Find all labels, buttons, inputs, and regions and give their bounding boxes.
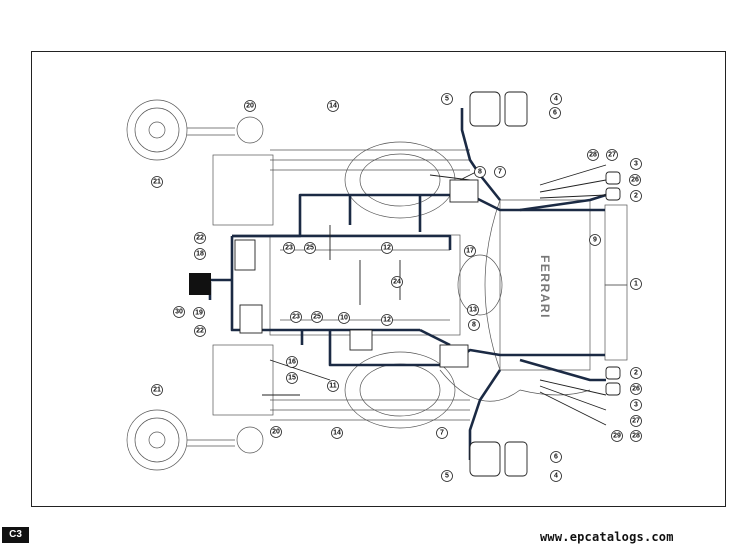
callout-2-bottom: 2 — [634, 370, 638, 377]
callouts: 5 4 6 28 27 3 26 2 9 1 2 26 3 27 29 28 6… — [151, 93, 642, 482]
callout-6-bottom: 6 — [554, 454, 558, 461]
callout-28-bottom: 28 — [632, 433, 640, 440]
callout-14-top: 14 — [329, 103, 337, 110]
callout-11: 11 — [329, 383, 337, 390]
callout-16: 16 — [288, 359, 296, 366]
callout-15: 15 — [288, 375, 296, 382]
callout-17: 17 — [466, 248, 474, 255]
callout-18: 18 — [196, 251, 204, 258]
callout-5-bottom: 5 — [445, 473, 449, 480]
callout-7-bottom: 7 — [440, 430, 444, 437]
diagram-frame — [31, 51, 726, 507]
callout-5-top: 5 — [445, 96, 449, 103]
callout-1: 1 — [634, 281, 638, 288]
callout-23-bottom: 23 — [292, 314, 300, 321]
signal-wires — [262, 164, 607, 426]
callout-10: 10 — [340, 315, 348, 322]
connectors — [234, 91, 621, 477]
callout-4-top: 4 — [554, 96, 558, 103]
callout-23-top: 23 — [285, 245, 293, 252]
callout-9: 9 — [593, 237, 597, 244]
callout-3-bottom: 3 — [634, 402, 638, 409]
callout-22-bottom: 22 — [196, 328, 204, 335]
callout-29: 29 — [613, 433, 621, 440]
callout-6-top: 6 — [553, 110, 557, 117]
watermark-text: www.epcatalogs.com — [540, 530, 674, 544]
callout-4-bottom: 4 — [554, 473, 558, 480]
svg-text:FERRARI: FERRARI — [538, 255, 552, 319]
callout-12-bottom: 12 — [383, 317, 391, 324]
callout-26-top: 26 — [631, 177, 639, 184]
callout-13: 13 — [469, 307, 477, 314]
callout-22-top: 22 — [196, 235, 204, 242]
callout-26-bottom: 26 — [632, 386, 640, 393]
callout-7-top: 7 — [498, 169, 502, 176]
callout-24: 24 — [393, 279, 401, 286]
callout-20-top: 20 — [246, 103, 254, 110]
callout-27-bottom: 27 — [632, 418, 640, 425]
callout-25-top: 25 — [306, 245, 314, 252]
callout-30: 30 — [175, 309, 183, 316]
page-code-badge: C3 — [2, 527, 29, 543]
callout-8-bottom: 8 — [472, 322, 476, 329]
callout-8-top: 8 — [478, 169, 482, 176]
callout-12-top: 12 — [383, 245, 391, 252]
ecu-box — [189, 273, 211, 295]
callout-21-bottom: 21 — [153, 387, 161, 394]
callout-19: 19 — [195, 310, 203, 317]
callout-2-top: 2 — [634, 193, 638, 200]
callout-20-bottom: 20 — [272, 429, 280, 436]
callout-14-bottom: 14 — [333, 430, 341, 437]
callout-27-top: 27 — [608, 152, 616, 159]
callout-3-top: 3 — [634, 161, 638, 168]
engine-badge: FERRARI — [538, 255, 552, 319]
callout-28-top: 28 — [589, 152, 597, 159]
callout-21-top: 21 — [153, 179, 161, 186]
callout-25-bottom: 25 — [313, 314, 321, 321]
